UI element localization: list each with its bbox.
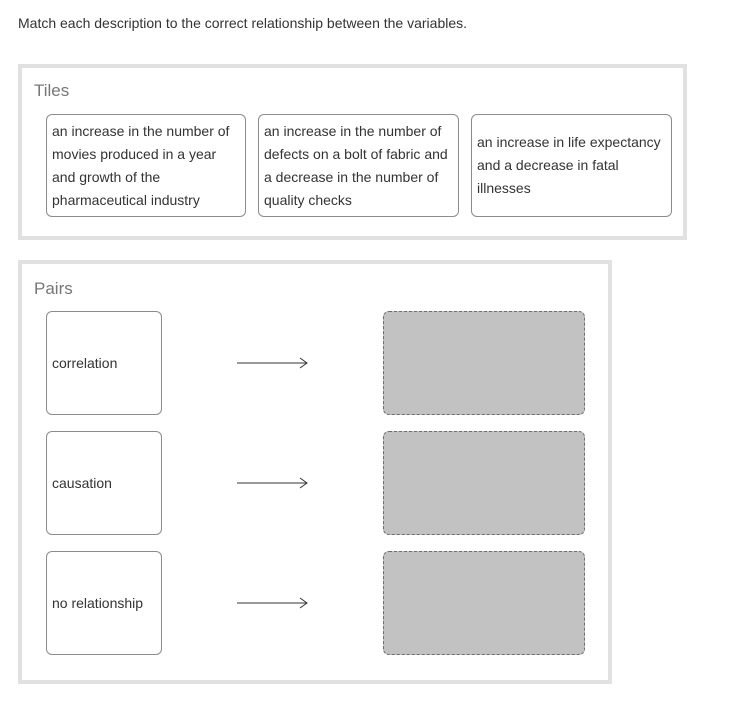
- right-arrow-icon: [237, 597, 308, 609]
- pair-term-correlation: correlation: [46, 311, 162, 415]
- pair-term-label: correlation: [52, 355, 118, 371]
- draggable-tile[interactable]: an increase in the number of movies prod…: [46, 114, 246, 217]
- tile-text: an increase in life expectancy and a dec…: [477, 134, 661, 196]
- tiles-panel-title: Tiles: [34, 81, 70, 100]
- pair-term-no-relationship: no relationship: [46, 551, 162, 655]
- pair-term-causation: causation: [46, 431, 162, 535]
- tile-text: an increase in the number of movies prod…: [52, 122, 230, 208]
- right-arrow-icon: [237, 477, 308, 489]
- tile-text: an increase in the number of defects on …: [264, 122, 448, 208]
- drop-zone-causation[interactable]: [383, 431, 585, 535]
- drop-zone-correlation[interactable]: [383, 311, 585, 415]
- pair-term-label: no relationship: [52, 595, 144, 611]
- draggable-tile[interactable]: an increase in the number of defects on …: [258, 114, 459, 217]
- pairs-panel-title: Pairs: [34, 279, 73, 298]
- pairs-panel: Pairs correlation causation no relations…: [18, 260, 612, 684]
- right-arrow-icon: [237, 357, 308, 369]
- drop-zone-no-relationship[interactable]: [383, 551, 585, 655]
- tiles-panel: Tiles an increase in the number of movie…: [18, 64, 687, 240]
- pair-term-label: causation: [52, 475, 112, 491]
- draggable-tile[interactable]: an increase in life expectancy and a dec…: [471, 114, 672, 217]
- instructions-text: Match each description to the correct re…: [18, 15, 468, 31]
